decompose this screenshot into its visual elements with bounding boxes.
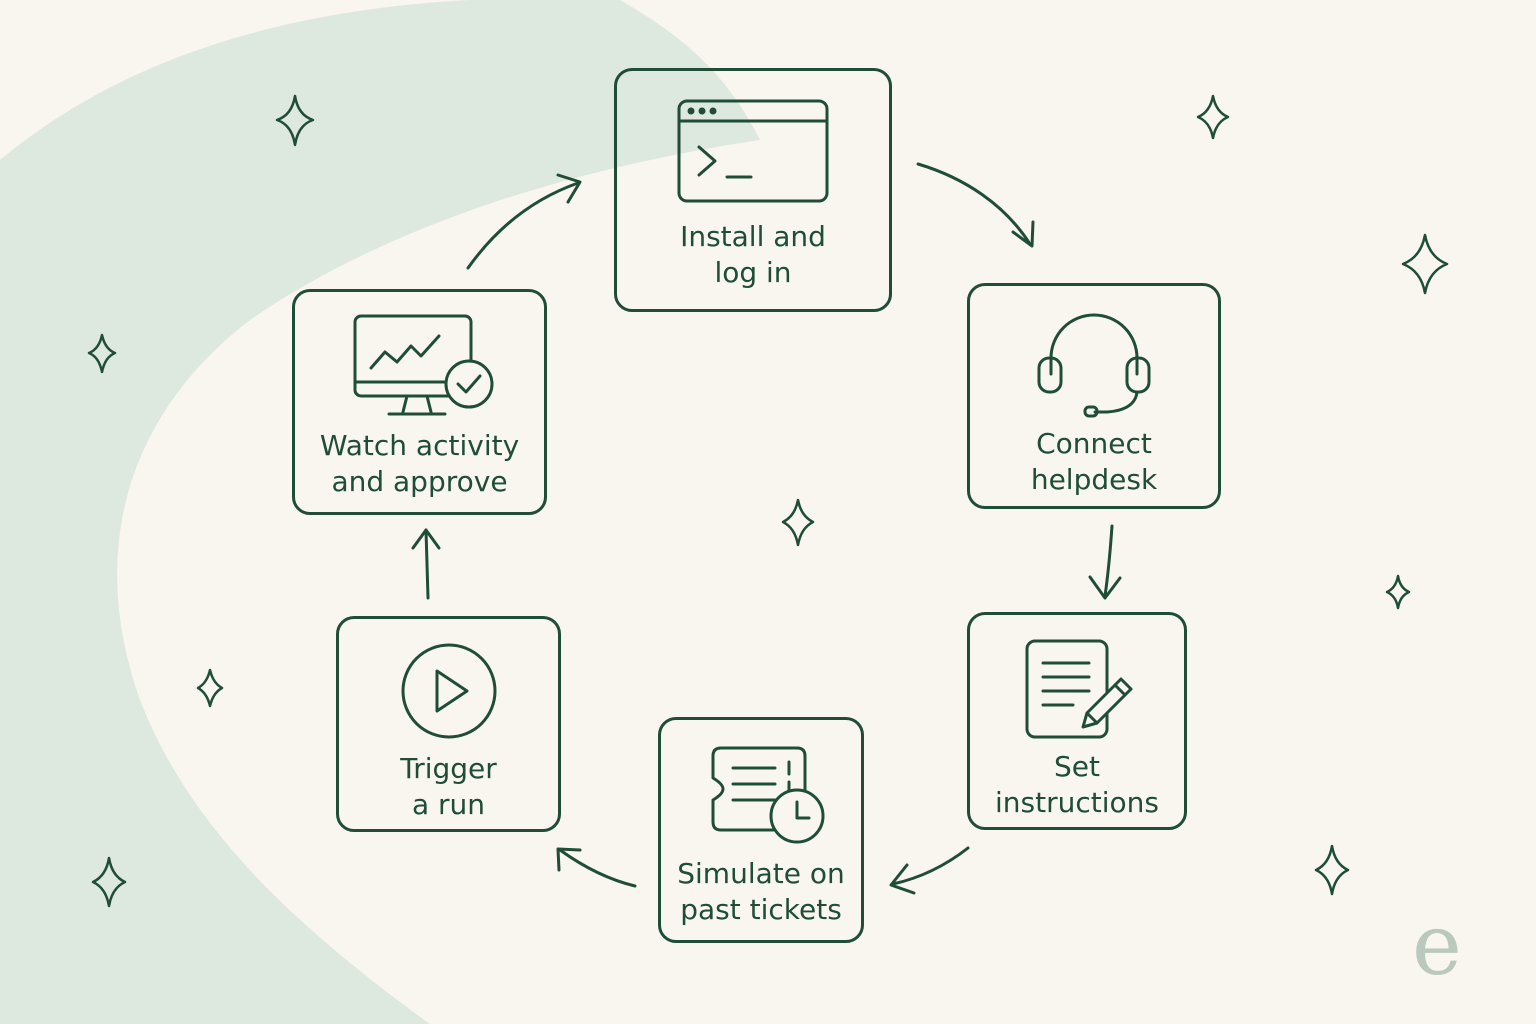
step-helpdesk-label: Connect helpdesk bbox=[1030, 427, 1158, 496]
step-watch-label: Watch activity and approve bbox=[319, 429, 520, 498]
sparkle-icon bbox=[196, 668, 224, 708]
sparkle-icon bbox=[91, 856, 127, 908]
arrow-helpdesk-to-instructions bbox=[1088, 524, 1122, 600]
sparkle-icon bbox=[1196, 94, 1230, 140]
arrow-install-to-helpdesk bbox=[916, 162, 1035, 248]
sparkle-icon bbox=[1385, 574, 1411, 610]
terminal-window-icon bbox=[617, 97, 889, 207]
ticket-clock-icon bbox=[661, 742, 861, 846]
arrow-watch-to-install bbox=[466, 173, 582, 270]
sparkle-icon bbox=[87, 333, 117, 374]
brand-logo: e bbox=[1412, 896, 1462, 994]
step-trigger: Trigger a run bbox=[336, 616, 561, 832]
step-trigger-label: Trigger a run bbox=[400, 752, 497, 821]
sparkle-icon bbox=[275, 94, 315, 147]
step-simulate: Simulate on past tickets bbox=[658, 717, 864, 943]
play-circle-icon bbox=[339, 641, 558, 741]
step-install-label: Install and log in bbox=[680, 220, 826, 289]
step-install: Install and log in bbox=[614, 68, 892, 312]
document-pencil-icon bbox=[970, 635, 1184, 745]
monitor-chart-check-icon bbox=[295, 310, 544, 422]
arrow-simulate-to-trigger bbox=[556, 847, 637, 888]
step-instructions: Set instructions bbox=[967, 612, 1187, 830]
sparkle-icon bbox=[781, 498, 815, 547]
arrow-trigger-to-watch bbox=[411, 528, 441, 600]
headset-icon bbox=[970, 304, 1218, 422]
sparkle-icon bbox=[1314, 844, 1350, 896]
arrow-instructions-to-simulate bbox=[889, 846, 970, 895]
step-simulate-label: Simulate on past tickets bbox=[677, 857, 845, 926]
step-instructions-label: Set instructions bbox=[995, 750, 1159, 819]
step-watch: Watch activity and approve bbox=[292, 289, 547, 515]
sparkle-icon bbox=[1401, 233, 1449, 295]
step-helpdesk: Connect helpdesk bbox=[967, 283, 1221, 509]
